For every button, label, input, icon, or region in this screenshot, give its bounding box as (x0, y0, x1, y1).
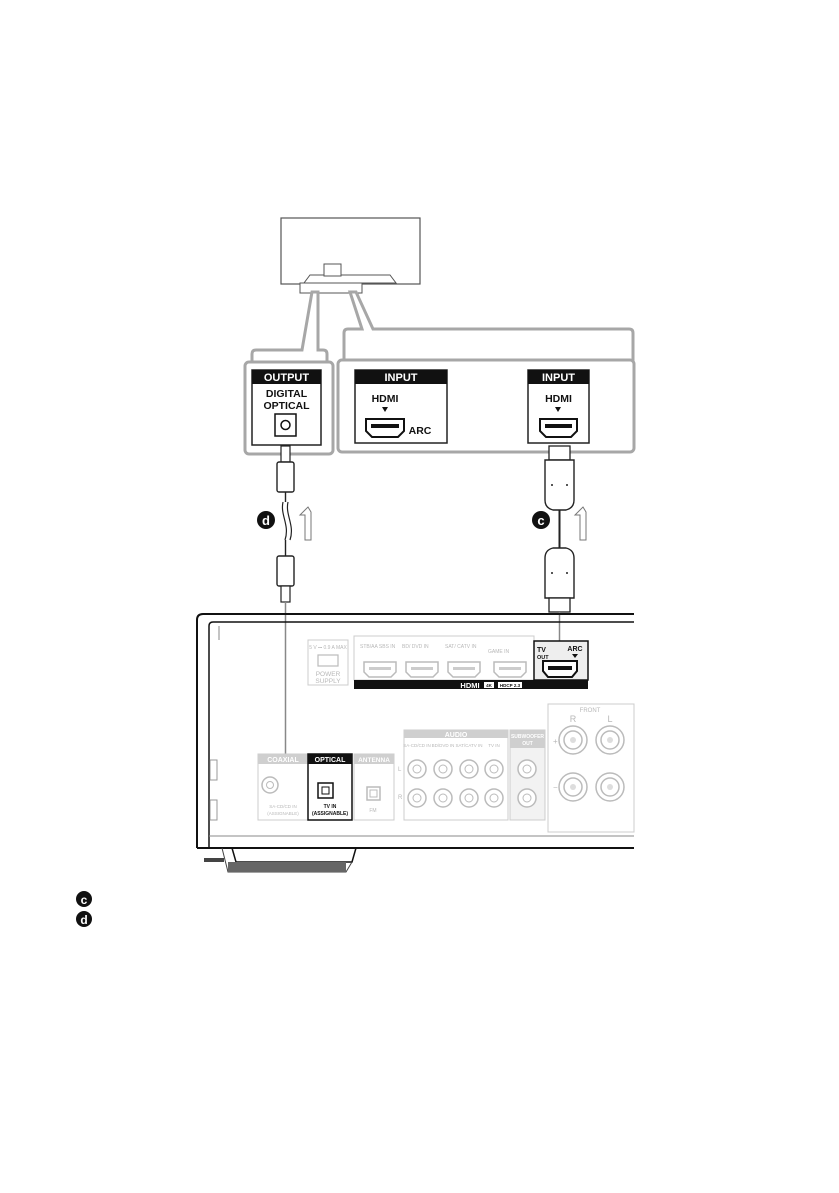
power-supply-label-2: SUPPLY (315, 678, 341, 685)
receiver-rear-panel: 5 V ⎓ 0.9 A MAX POWER SUPPLY STB/AA SBS … (196, 613, 635, 873)
arrow-down-icon (555, 407, 561, 412)
subwoofer-label-2: OUT (522, 741, 533, 747)
front-speaker-section (547, 703, 635, 833)
fm-antenna-jack (366, 786, 381, 801)
power-supply-label-1: POWER (316, 671, 341, 678)
input-right-label: INPUT (542, 372, 575, 384)
legend-item-d: d (76, 911, 92, 927)
optical-sub-2: (ASSIGNABLE) (312, 811, 348, 817)
rca-jack (484, 788, 504, 808)
optical-sub-1: TV IN (324, 804, 337, 810)
hdmi-cable (544, 445, 575, 648)
antenna-label: ANTENNA (358, 757, 390, 764)
svg-text:d: d (80, 913, 87, 927)
cable-marker-d: d (257, 511, 275, 529)
svg-text:c: c (81, 893, 88, 907)
hdmi-in-2-label: BD/ DVD IN (402, 644, 429, 650)
rca-jack (459, 759, 479, 779)
rca-jack (484, 759, 504, 779)
usb-port (317, 654, 339, 667)
hdmi-in-3-label: SAT/ CATV IN (445, 644, 477, 650)
hdmi-in-port-1 (363, 661, 397, 678)
speaker-terminal (558, 772, 588, 802)
hdmi-bar-label: HDMI (460, 681, 479, 690)
front-minus: − (553, 783, 558, 792)
input-left-label: INPUT (385, 372, 418, 384)
audio-r-label: R (398, 795, 403, 801)
digital-optical-line1: DIGITAL (266, 388, 308, 400)
cable-marker-c: c (532, 511, 550, 529)
hdmi-in-port-3 (447, 661, 481, 678)
optical-port-tv-hole (280, 419, 291, 431)
tv-output-box: OUTPUT DIGITAL OPTICAL (243, 360, 335, 456)
audio-label: AUDIO (445, 732, 468, 739)
tv-input-box: INPUT HDMI ARC INPUT HDMI (336, 358, 636, 454)
coaxial-sub-2: (ASSIGNABLE) (267, 811, 299, 816)
rca-jack (517, 788, 537, 808)
coaxial-label: COAXIAL (267, 757, 299, 764)
front-l-label: L (607, 714, 612, 724)
speaker-terminal (558, 725, 588, 755)
signal-arrow-up-icon (298, 506, 312, 541)
hdmi-tv-out-port (542, 660, 578, 678)
rca-jack (517, 759, 537, 779)
tv-screen (280, 217, 421, 285)
hdmi-in-port-4 (493, 661, 527, 678)
rca-jack (433, 759, 453, 779)
tv-stand (303, 274, 397, 284)
front-r-label: R (570, 714, 577, 724)
input-left-hdmi: HDMI (372, 393, 399, 405)
hdmi-in-port-2 (405, 661, 439, 678)
subwoofer-label-1: SUBWOOFER (511, 734, 544, 740)
audio-in-1-label: SA-CD/CD IN (403, 743, 431, 748)
hdmi-tv-out-label-2: OUT (537, 655, 549, 661)
rca-jack (407, 759, 427, 779)
front-label: FRONT (580, 708, 601, 714)
rca-jack (433, 788, 453, 808)
callout-input (342, 290, 635, 366)
hdmi-tv-out-arc: ARC (567, 646, 582, 653)
legend-item-c: c (76, 891, 92, 907)
tv-base (299, 282, 363, 294)
speaker-terminal (595, 725, 625, 755)
callout-output (250, 290, 329, 362)
optical-label: OPTICAL (315, 757, 346, 764)
audio-in-2-label: BD/DVD IN (432, 743, 455, 748)
output-label: OUTPUT (264, 372, 310, 384)
power-supply-rating: 5 V ⎓ 0.9 A MAX (309, 645, 347, 651)
hdmi-in-1-label: STB/AA SBS IN (360, 644, 396, 650)
tv-illustration (280, 217, 421, 294)
arrow-down-icon (382, 407, 388, 412)
coaxial-jack (261, 776, 279, 794)
input-right-hdmi: HDMI (545, 393, 572, 405)
rca-jack (459, 788, 479, 808)
svg-text:c: c (537, 513, 544, 528)
antenna-section (353, 753, 395, 821)
audio-in-3-label: SAT/CATV IN (455, 743, 482, 748)
optical-port-receiver (317, 782, 334, 799)
digital-optical-line2: OPTICAL (263, 400, 310, 412)
arrow-down-icon (572, 654, 578, 658)
tv-stand-neck (323, 263, 342, 277)
rca-jack (407, 788, 427, 808)
antenna-sub: FM (369, 808, 376, 814)
audio-l-label: L (398, 767, 402, 773)
hdmi-bar-badge-4k: 4K (486, 683, 493, 688)
hdmi-tv-out-label-1: TV (537, 647, 546, 654)
svg-text:d: d (262, 513, 270, 528)
audio-in-4-label: TV IN (488, 743, 500, 748)
speaker-terminal (595, 772, 625, 802)
input-left-arc: ARC (409, 425, 432, 437)
signal-arrow-up-icon (573, 506, 587, 541)
front-plus: + (553, 737, 558, 746)
hdmi-in-4-label: GAME IN (488, 649, 510, 655)
hdmi-label-bar (354, 680, 588, 689)
hdmi-bar-badge-hdcp: HDCP 2.3 (500, 683, 521, 688)
coaxial-sub-1: SA-CD/CD IN (269, 804, 297, 809)
